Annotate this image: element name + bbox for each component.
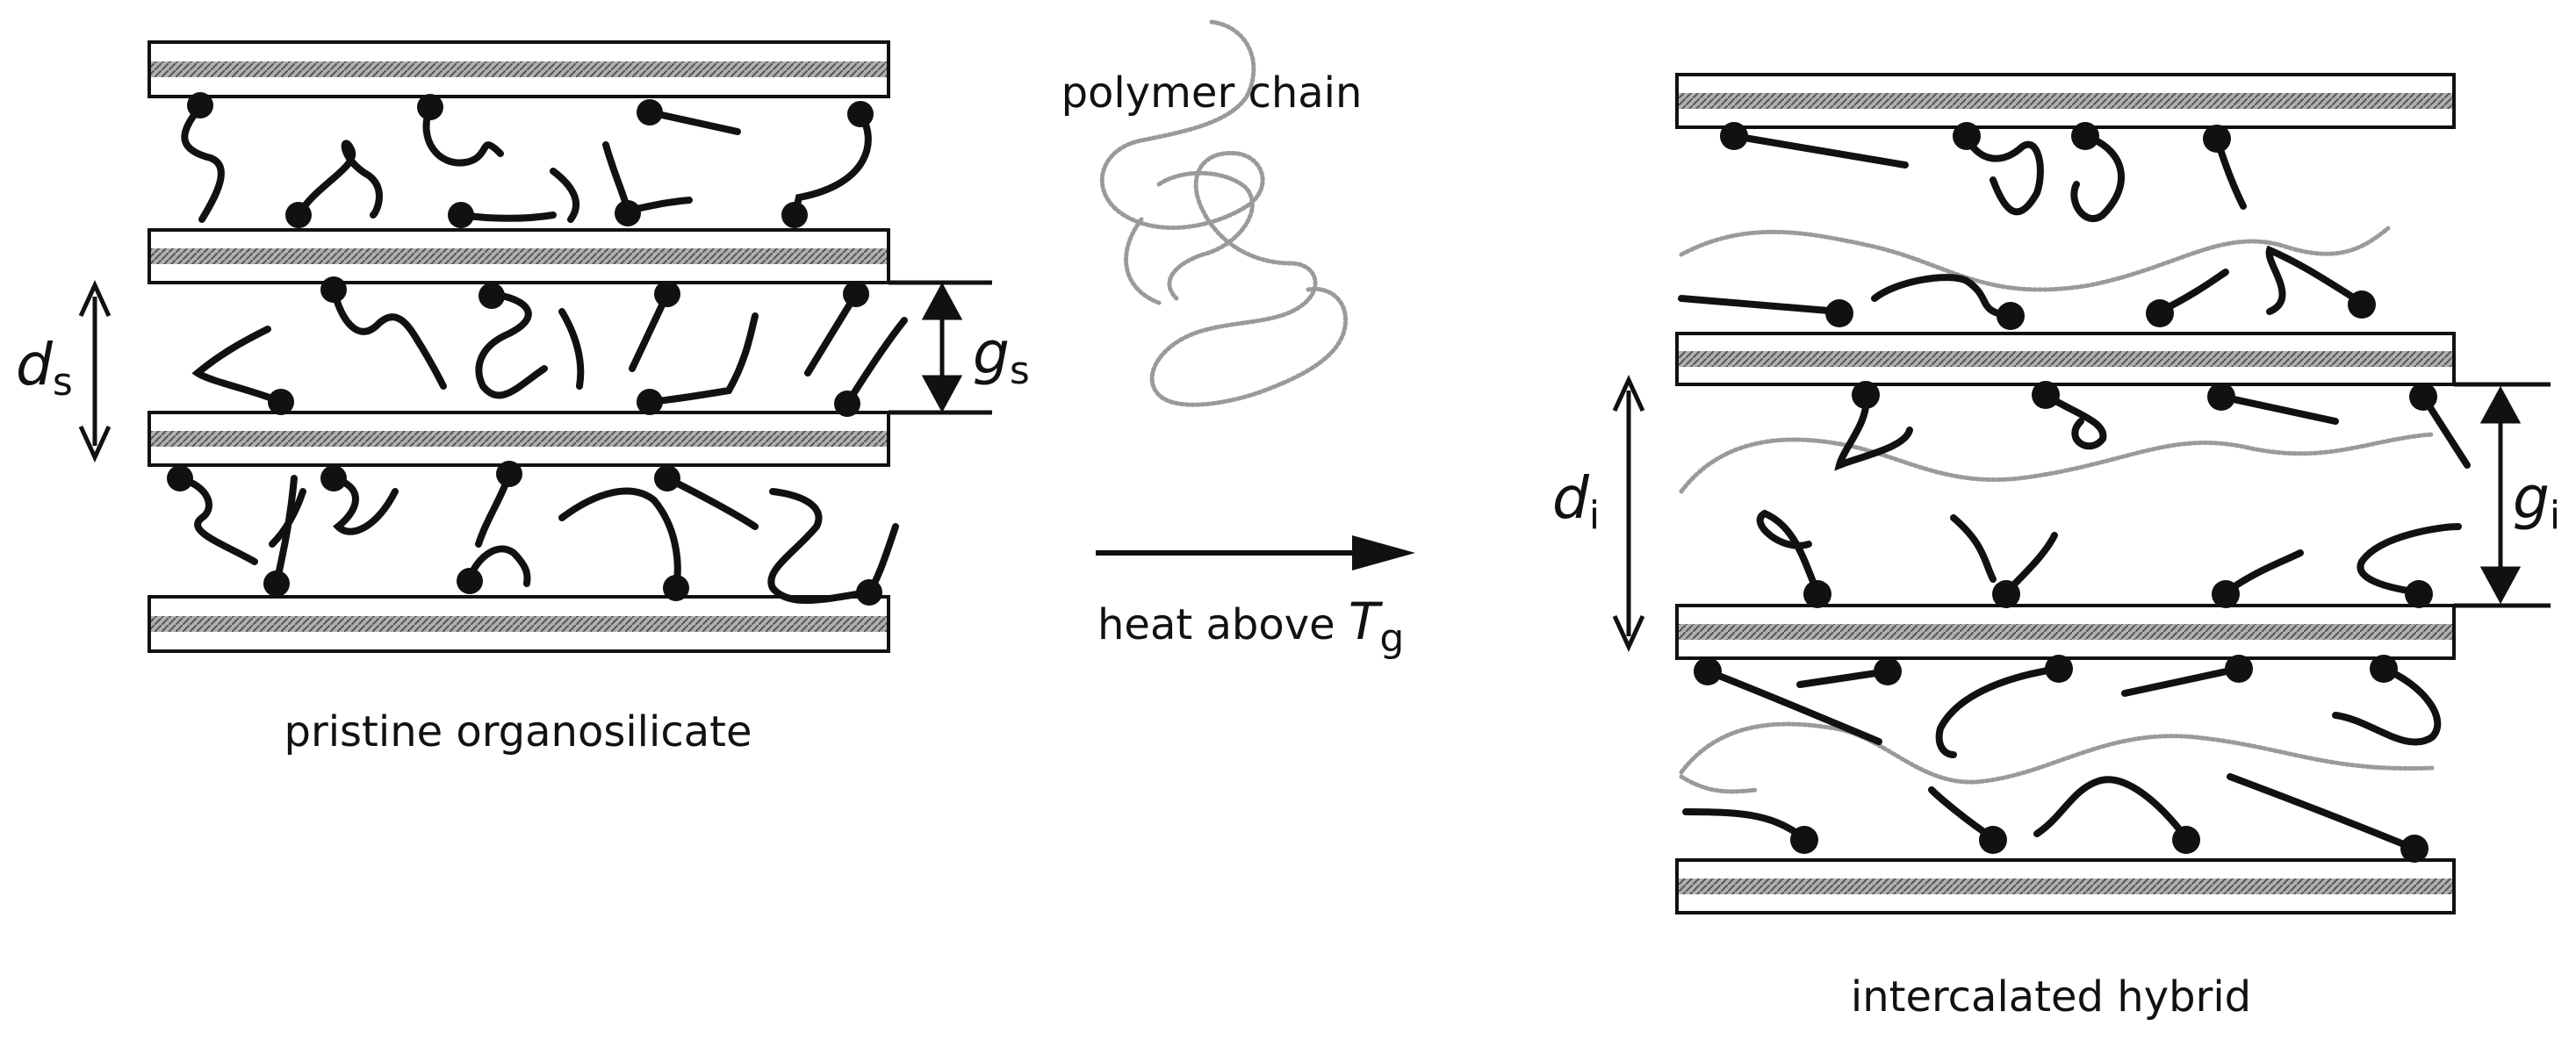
silicate-layer — [1675, 858, 2456, 914]
silicate-layer — [1675, 332, 2456, 386]
silicate-layer — [148, 228, 890, 284]
surfactant-head-groups — [1694, 655, 2428, 863]
intercalated-hybrid-panel: di gi intercalated hybrid — [1552, 73, 2560, 1022]
di-label: di — [1552, 464, 1600, 538]
gs-label: gs — [973, 319, 1030, 393]
surfactant-head-groups — [167, 461, 882, 606]
surfactant-head-groups — [187, 92, 874, 228]
pristine-organosilicate-panel: ds gs pristine organosilicate — [16, 40, 1030, 757]
heat-reaction-arrow — [1096, 535, 1415, 570]
gallery-height-arrow-gs — [889, 280, 992, 415]
surfactant-chains — [176, 470, 899, 605]
silicate-layer — [148, 595, 890, 653]
surfactant-chains — [1756, 391, 2471, 596]
ds-label: ds — [16, 331, 73, 405]
surfactant-chains — [191, 286, 908, 407]
gallery-height-arrow-gi — [2454, 382, 2551, 608]
pristine-organosilicate-caption: pristine organosilicate — [284, 707, 752, 757]
surfactant-head-groups — [1803, 381, 2437, 608]
silicate-layer — [1675, 604, 2456, 660]
center-section: polymer chain heat above Tg — [1061, 19, 1415, 661]
surfactant-head-groups — [1720, 122, 2376, 330]
basal-spacing-arrow-ds — [78, 279, 112, 463]
intercalated-polymer-chains — [1679, 226, 2435, 794]
surfactant-chains — [181, 104, 872, 223]
gi-label: gi — [2513, 464, 2560, 538]
silicate-layer — [148, 411, 890, 467]
surfactant-head-groups — [268, 276, 869, 417]
intercalated-hybrid-caption: intercalated hybrid — [1851, 972, 2251, 1022]
polymer-chain-coil — [1099, 19, 1349, 407]
heat-above-tg-label: heat above Tg — [1097, 592, 1404, 661]
silicate-layer — [148, 40, 890, 98]
basal-spacing-arrow-di — [1612, 374, 1645, 653]
silicate-layer — [1675, 73, 2456, 129]
polymer-chain-label: polymer chain — [1061, 68, 1363, 118]
